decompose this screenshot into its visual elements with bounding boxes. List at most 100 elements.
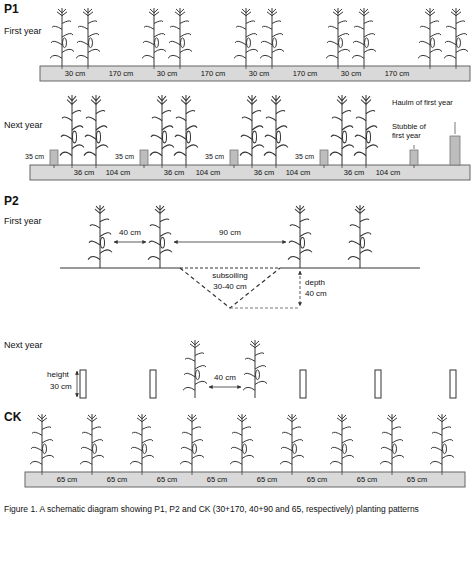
soil-bar (30, 165, 470, 180)
haulm (450, 136, 460, 165)
dimension-label: Haulm of first year (392, 98, 468, 107)
dimension-label: 30 cm (341, 69, 361, 78)
stubble (320, 150, 328, 165)
tick-mark (252, 165, 253, 168)
dimension-label: CK (4, 410, 21, 424)
tick-mark (342, 165, 343, 168)
dimension-label: 40 cm (119, 228, 141, 238)
maize-plant (243, 340, 267, 398)
tick-mark (144, 165, 145, 168)
dimension-label: 36 cm (254, 168, 274, 177)
maize-plant (418, 8, 442, 66)
dimension-label: 170 cm (293, 69, 318, 78)
maize-plant (260, 8, 284, 66)
tick-mark (442, 472, 443, 475)
dimension-label: 170 cm (385, 69, 410, 78)
maize-plant (280, 414, 304, 472)
maize-plant (60, 95, 84, 165)
maize-plant (444, 8, 468, 66)
dimension-label: 30-40 cm (213, 282, 246, 292)
maize-plant (84, 95, 108, 165)
tick-mark (366, 165, 367, 168)
dimension-label: 35 cm (205, 153, 224, 161)
maize-plant (352, 8, 376, 66)
subsoil-trench (180, 268, 280, 308)
tick-mark (292, 472, 293, 475)
dimension-label: Next year (4, 340, 43, 351)
stubble (140, 150, 148, 165)
maize-plant (50, 8, 74, 66)
tick-mark (246, 66, 247, 69)
tick-mark (62, 66, 63, 69)
maize-plant (88, 205, 112, 268)
maize-plants (30, 8, 468, 472)
tick-mark (162, 165, 163, 168)
figure-caption: Figure 1. A schematic diagram showing P1… (4, 504, 470, 514)
maize-plant (430, 414, 454, 472)
ground-line (280, 268, 420, 269)
dimension-label: 30 cm (65, 69, 85, 78)
dimension-label: depth (305, 278, 325, 288)
tick-mark (92, 472, 93, 475)
tick-mark (276, 165, 277, 168)
maize-plant (150, 95, 174, 165)
tick-mark (414, 165, 415, 168)
dimension-label: 104 cm (286, 168, 311, 177)
maize-plant (180, 414, 204, 472)
tick-mark (234, 165, 235, 168)
maize-plant (288, 205, 312, 268)
ground-line (180, 268, 280, 269)
dimension-label: height (47, 370, 69, 380)
dimension-label: Next year (4, 120, 43, 131)
maize-plant (130, 414, 154, 472)
dimension-arrow (174, 242, 286, 243)
dimension-label: First year (4, 26, 42, 37)
dimension-label: 35 cm (295, 153, 314, 161)
leader-line (414, 145, 415, 149)
tick-mark (456, 66, 457, 69)
leader-line (455, 122, 456, 134)
tick-mark (342, 472, 343, 475)
tick-mark (88, 66, 89, 69)
dimension-label: 104 cm (196, 168, 221, 177)
depth-guide (230, 308, 300, 309)
maize-plant (264, 95, 288, 165)
tick-mark (364, 66, 365, 69)
dimension-label: 30 cm (249, 69, 269, 78)
dimension-arrow (209, 387, 241, 388)
dimension-label: P2 (4, 194, 19, 208)
dimension-label: 65 cm (407, 475, 427, 484)
maize-plant (326, 8, 350, 66)
tick-mark (324, 165, 325, 168)
soil-bar (25, 472, 465, 487)
dimension-label: 65 cm (107, 475, 127, 484)
tick-mark (242, 472, 243, 475)
maize-plant (230, 414, 254, 472)
maize-plant (142, 8, 166, 66)
tick-mark (142, 472, 143, 475)
dimension-label: 170 cm (109, 69, 134, 78)
dimension-label: 36 cm (74, 168, 94, 177)
stubble (230, 150, 238, 165)
maize-plant (380, 414, 404, 472)
maize-plant (76, 8, 100, 66)
dimension-arrow (77, 371, 78, 397)
maize-plant (234, 8, 258, 66)
maize-plant (183, 340, 207, 398)
tick-mark (54, 165, 55, 168)
maize-plant (148, 205, 172, 268)
dimension-label: Stubble of first year (392, 122, 436, 140)
dimension-label: 36 cm (164, 168, 184, 177)
maize-plant (354, 95, 378, 165)
dimension-label: 104 cm (106, 168, 131, 177)
dimension-label: subsoiling (212, 271, 248, 281)
maize-plant (174, 95, 198, 165)
dimension-label: 36 cm (344, 168, 364, 177)
dimension-label: 40 cm (305, 289, 327, 299)
maize-plant (348, 205, 372, 268)
dimension-label: P1 (4, 2, 19, 16)
tick-mark (192, 472, 193, 475)
maize-plant (240, 95, 264, 165)
maize-plant (168, 8, 192, 66)
